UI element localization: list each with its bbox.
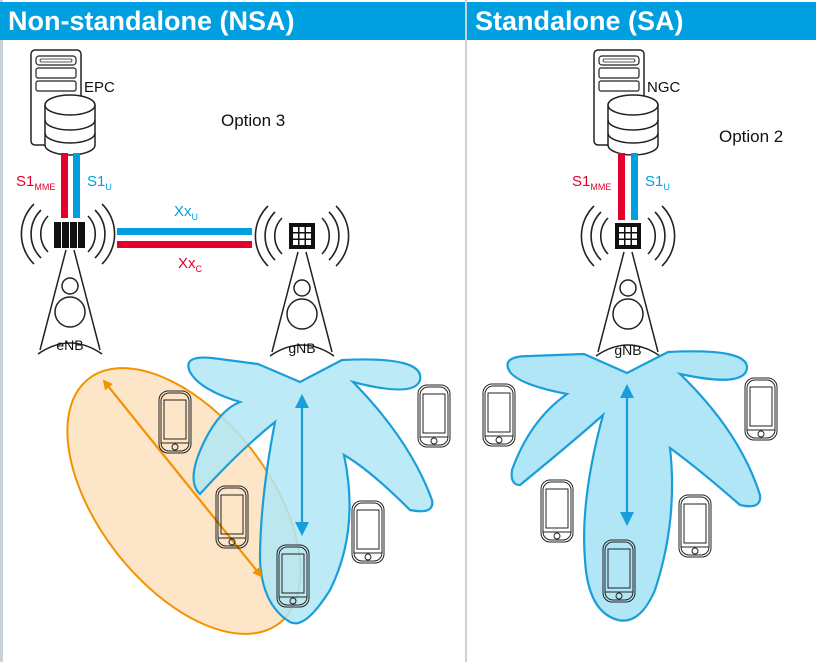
ngc-label: NGC [647,79,681,96]
xx-c-label: XxC [178,255,203,274]
nsa-panel-title: Non-standalone (NSA) [0,2,465,40]
xx-u-label: XxU [174,203,198,222]
s1-u-label: S1U [87,173,112,192]
sa-nr-beam-pattern [506,350,762,622]
option-2-label: Option 2 [719,127,783,146]
s1-mme-label: S1MME [16,173,55,192]
enb-antenna-icon [20,203,116,265]
epc-label: EPC [84,79,115,96]
s1-u-line [73,153,80,218]
gnb-label: gNB [288,340,315,356]
gnb-antenna-icon [254,205,350,267]
sa-s1-mme-line [618,153,625,220]
option-3-label: Option 3 [221,111,285,130]
phone-icon [482,383,516,447]
epc-server-icon [30,49,96,156]
phone-icon [540,479,574,543]
xx-c-line [117,241,252,248]
sa-gnb-label: gNB [614,342,641,358]
enb-label: eNB [56,337,83,353]
sa-gnb-antenna-icon [580,205,676,267]
phone-icon [678,494,712,558]
phone-icon [351,500,385,564]
sa-gnb-tower-icon [595,251,661,357]
sa-panel-title: Standalone (SA) [467,2,816,40]
sa-s1-u-label: S1U [645,173,670,192]
ngc-server-icon [593,49,659,156]
phone-icon [417,384,451,448]
s1-mme-line [61,153,68,218]
phone-icon [744,377,778,441]
sa-s1-mme-label: S1MME [572,173,611,192]
xx-u-line [117,228,252,235]
sa-s1-u-line [631,153,638,220]
